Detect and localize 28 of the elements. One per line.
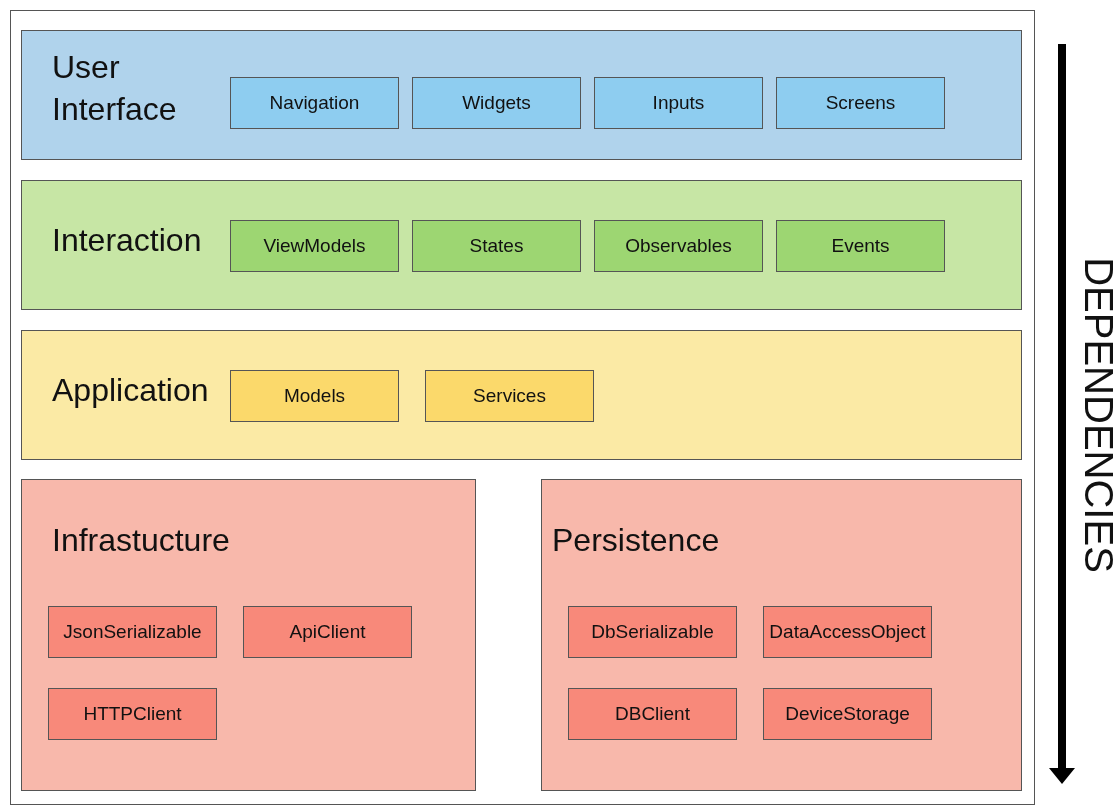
component-box: Navigation — [230, 77, 399, 129]
layer-title: Persistence — [552, 521, 720, 560]
layer-title: Application — [52, 371, 209, 410]
component-box: Observables — [594, 220, 763, 272]
layer-panel — [541, 479, 1022, 791]
component-box: DBClient — [568, 688, 737, 740]
component-box: DeviceStorage — [763, 688, 932, 740]
component-box: DbSerializable — [568, 606, 737, 658]
layer-panel — [21, 180, 1022, 310]
layer-title: User Interface — [52, 48, 178, 129]
layer-title: Interaction — [52, 221, 202, 260]
layer-panel — [21, 479, 476, 791]
component-box: Events — [776, 220, 945, 272]
layer-panel — [21, 330, 1022, 460]
layer-title: Infrastucture — [52, 521, 230, 560]
component-box: Inputs — [594, 77, 763, 129]
component-box: Widgets — [412, 77, 581, 129]
component-box: HTTPClient — [48, 688, 217, 740]
component-box: ViewModels — [230, 220, 399, 272]
component-box: JsonSerializable — [48, 606, 217, 658]
component-box: Services — [425, 370, 594, 422]
component-box: DataAccessObject — [763, 606, 932, 658]
component-box: ApiClient — [243, 606, 412, 658]
component-box: Models — [230, 370, 399, 422]
layer-panel — [21, 30, 1022, 160]
axis-label: DEPENDENCIES — [1075, 257, 1114, 573]
component-box: Screens — [776, 77, 945, 129]
component-box: States — [412, 220, 581, 272]
